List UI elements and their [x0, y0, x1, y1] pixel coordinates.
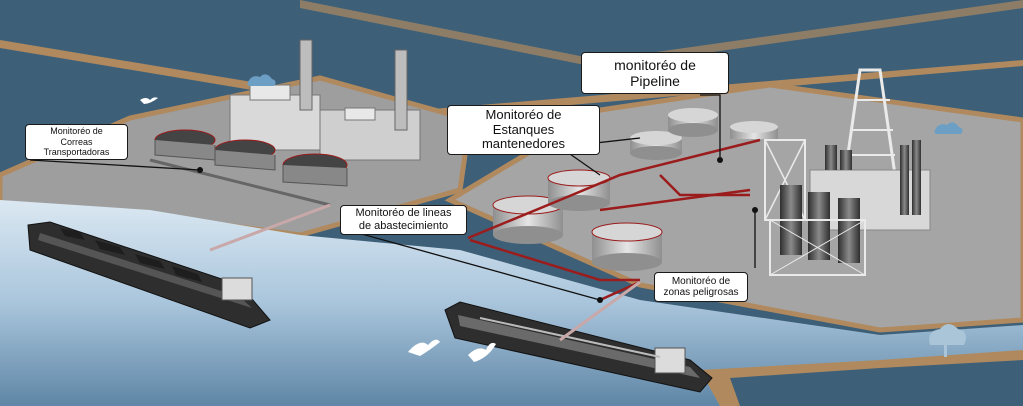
callout-supply-lines: Monitoréo de lineas de abastecimiento	[340, 205, 467, 235]
bird-icon	[140, 97, 496, 362]
callout-conveyors-line2: Correas	[60, 136, 93, 147]
sea	[0, 200, 1023, 406]
callout-pipeline: monitoréo de Pipeline	[581, 52, 729, 94]
coal-ship	[27, 221, 271, 329]
cloud-icon	[247, 74, 276, 86]
callout-hazard-zones: Monitoréo de zonas peligrosas	[654, 272, 748, 302]
callout-pipeline-line2: Pipeline	[630, 73, 680, 89]
callout-pipeline-line1: monitoréo de	[614, 56, 696, 73]
callout-conveyors-line3: Transportadoras	[43, 147, 110, 158]
callout-conveyors: Monitoréo de Correas Transportadoras	[25, 124, 128, 160]
marker	[717, 157, 723, 163]
storage-tanks	[492, 108, 778, 271]
callout-supply-lines-line2: de abastecimiento	[358, 220, 449, 232]
callout-tanks: Monitoréo de Estanques mantenedores	[447, 105, 600, 155]
marker	[752, 207, 758, 213]
cloud-icon	[934, 122, 963, 134]
shore-bottom-inner	[730, 360, 1023, 406]
marker	[597, 297, 603, 303]
leader-lines	[29, 94, 756, 301]
marker	[197, 167, 203, 173]
callout-hazard-zones-line2: zonas peligrosas	[663, 287, 739, 298]
callout-supply-lines-line1: Monitoréo de lineas	[355, 207, 452, 220]
callout-tanks-line1: Monitoréo de	[485, 106, 562, 122]
callout-tanks-line2: Estanques	[492, 121, 555, 137]
callout-tanks-line3: mantenedores	[481, 136, 566, 152]
shore-road	[0, 40, 1023, 118]
refinery	[764, 68, 931, 276]
tanker-ship	[444, 301, 713, 393]
callout-conveyors-line1: Monitoréo de	[50, 126, 103, 137]
coal-storage	[149, 129, 348, 252]
tree-icon	[929, 324, 966, 357]
loading-pipeline	[559, 280, 641, 342]
callout-hazard-zones-line1: Monitoréo de	[671, 275, 731, 287]
